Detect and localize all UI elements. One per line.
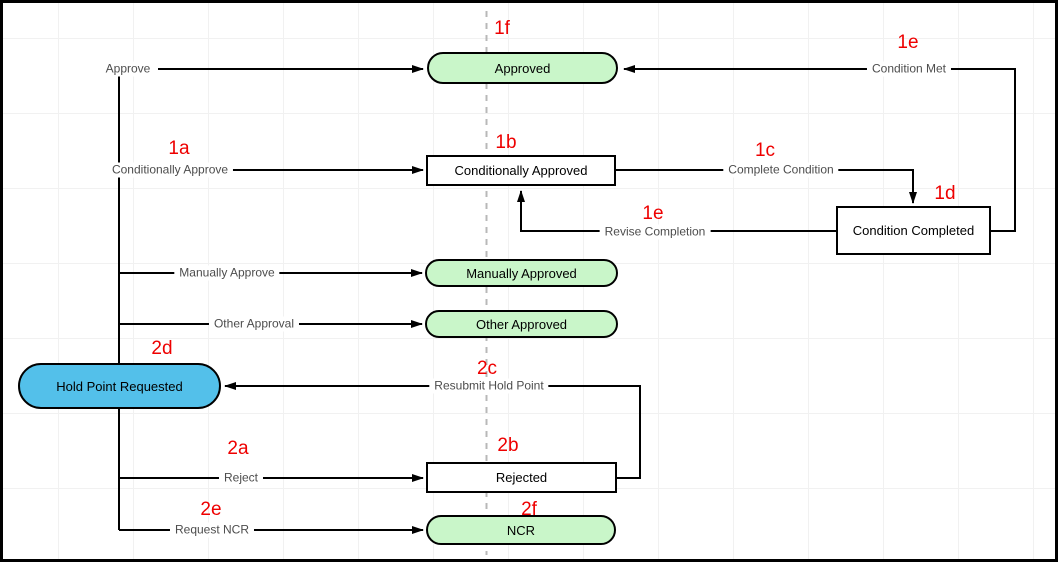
node-ncr: NCR [426, 515, 616, 545]
node-other-approved: Other Approved [425, 310, 618, 338]
step-label-1c: 1c [754, 140, 776, 161]
node-approved-label: Approved [494, 60, 551, 76]
edge-label-complete-condition: Complete Condition [723, 162, 839, 178]
node-conditionally-approved-label: Conditionally Approved [454, 163, 588, 178]
step-label-2e: 2e [200, 499, 222, 520]
edge-label-revise-completion: Revise Completion [599, 224, 711, 240]
step-label-2a: 2a [227, 438, 249, 459]
step-label-1a: 1a [168, 138, 190, 159]
node-approved: Approved [427, 52, 618, 84]
node-ncr-label: NCR [506, 522, 536, 538]
node-manually-approved: Manually Approved [425, 259, 618, 287]
edge-label-request-ncr: Request NCR [169, 522, 255, 538]
edge-label-condition-met: Condition Met [866, 61, 952, 77]
step-label-2d: 2d [151, 338, 173, 359]
edge-label-resubmit-hold-point: Resubmit Hold Point [429, 378, 549, 394]
step-label-2c: 2c [476, 358, 498, 379]
edge-label-other-approval: Other Approval [208, 316, 300, 332]
step-label-1e-condition-met: 1e [897, 32, 919, 53]
edge-complete-condition [616, 169, 917, 204]
node-other-approved-label: Other Approved [475, 316, 568, 332]
node-conditionally-approved: Conditionally Approved [426, 155, 616, 186]
node-condition-completed-label: Condition Completed [852, 223, 975, 238]
step-label-1e-revise: 1e [642, 203, 664, 224]
step-label-2b: 2b [497, 435, 519, 456]
edge-label-reject: Reject [218, 470, 264, 486]
node-rejected-label: Rejected [495, 470, 548, 485]
node-hold-point-requested-label: Hold Point Requested [56, 378, 183, 394]
edge-condition-met [623, 65, 1016, 232]
edge-revise-completion [517, 190, 836, 232]
step-label-1d: 1d [934, 183, 956, 204]
node-condition-completed: Condition Completed [836, 206, 991, 255]
node-rejected: Rejected [426, 462, 617, 493]
step-label-2f: 2f [521, 499, 537, 520]
edge-label-approve: Approve [100, 61, 156, 77]
node-hold-point-requested: Hold Point Requested [18, 363, 221, 409]
edge-label-manually-approve: Manually Approve [174, 265, 280, 281]
step-label-1b: 1b [495, 132, 517, 153]
edge-label-conditionally-approve: Conditionally Approve [106, 162, 234, 178]
node-manually-approved-label: Manually Approved [466, 265, 577, 281]
step-label-1f: 1f [494, 18, 510, 39]
